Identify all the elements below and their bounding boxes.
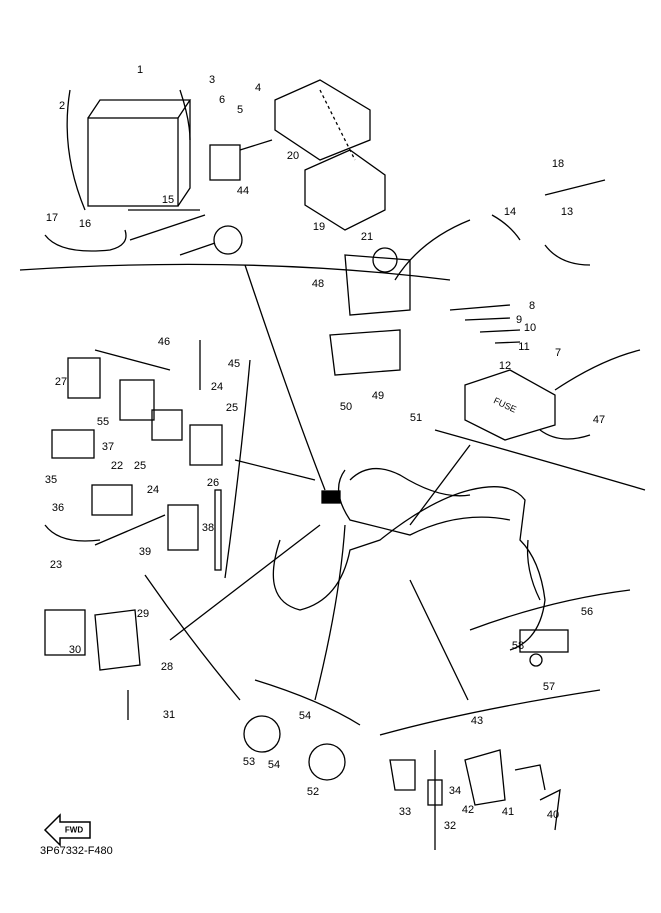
part-number-label: 49	[371, 390, 385, 402]
part-number-label: 42	[461, 804, 475, 816]
part-number-label: 53	[242, 756, 256, 768]
motorcycle-outline	[272, 468, 546, 651]
part-number-label: 34	[448, 785, 462, 797]
part-number-label: 30	[68, 644, 82, 656]
part-number-label: 23	[49, 559, 63, 571]
part-number-label: 24	[210, 381, 224, 393]
part-number-label: 14	[503, 206, 517, 218]
part-number-label: 37	[101, 441, 115, 453]
part-number-label: 24	[146, 484, 160, 496]
part-number-label: 39	[138, 546, 152, 558]
part-number-label: 13	[560, 206, 574, 218]
part-number-label: 51	[409, 412, 423, 424]
part-number-label: 36	[51, 502, 65, 514]
part-number-label: 27	[54, 376, 68, 388]
part-number-label: 25	[133, 460, 147, 472]
part-number-label: 1	[136, 64, 144, 76]
divider-plate	[469, 589, 631, 631]
part-number-label: 2	[58, 100, 66, 112]
part-number-label: 21	[360, 231, 374, 243]
part-number-label: 46	[157, 336, 171, 348]
part-number-label: 33	[398, 806, 412, 818]
part-number-label: 41	[501, 806, 515, 818]
part-number-label: 54	[267, 759, 281, 771]
part-number-label: 10	[523, 322, 537, 334]
part-number-label: 55	[96, 416, 110, 428]
part-number-label: 58	[511, 640, 525, 652]
part-number-label: 15	[161, 194, 175, 206]
part-number-label: 8	[528, 300, 536, 312]
part-number-label: 43	[470, 715, 484, 727]
part-number-label: 9	[515, 314, 523, 326]
part-number-label: 56	[580, 606, 594, 618]
part-number-label: 4	[254, 82, 262, 94]
part-number-label: 3	[208, 74, 216, 86]
part-number-label: 50	[339, 401, 353, 413]
divider-top	[19, 263, 451, 281]
part-number-label: 12	[498, 360, 512, 372]
part-number-label: 47	[592, 414, 606, 426]
diagram-code: 3P67332-F480	[40, 845, 113, 857]
part-number-label: 57	[542, 681, 556, 693]
part-number-label: 7	[554, 347, 562, 359]
part-number-label: 45	[227, 358, 241, 370]
divider-bottom-left	[144, 574, 241, 701]
divider-bottom-right	[379, 689, 601, 736]
battery-drawing	[44, 89, 192, 252]
part-number-label: 54	[298, 710, 312, 722]
part-number-label: 5	[236, 104, 244, 116]
part-number-label: 40	[546, 809, 560, 821]
part-number-label: 38	[201, 522, 215, 534]
part-number-label: 44	[236, 185, 250, 197]
part-number-label: 26	[206, 477, 220, 489]
divider-horn	[254, 679, 361, 726]
fwd-label: FWD	[64, 825, 84, 835]
part-number-label: 20	[286, 150, 300, 162]
divider-right	[434, 429, 646, 491]
part-number-label: 28	[160, 661, 174, 673]
part-number-label: 11	[518, 341, 530, 353]
part-number-label: 19	[312, 221, 326, 233]
part-number-label: 25	[225, 402, 239, 414]
part-number-label: 31	[162, 709, 176, 721]
part-number-label: 22	[110, 460, 124, 472]
fwd-arrow-icon	[43, 813, 91, 847]
fuse-box-drawing	[464, 369, 556, 441]
part-number-label: 29	[136, 608, 150, 620]
part-number-label: 35	[44, 474, 58, 486]
part-number-label: 6	[218, 94, 226, 106]
part-number-label: 48	[311, 278, 325, 290]
part-number-label: 18	[551, 158, 565, 170]
part-number-label: 16	[78, 218, 92, 230]
part-number-label: 52	[306, 786, 320, 798]
part-number-label: 17	[45, 212, 59, 224]
divider-left-mid	[224, 359, 251, 579]
part-number-label: 32	[443, 820, 457, 832]
